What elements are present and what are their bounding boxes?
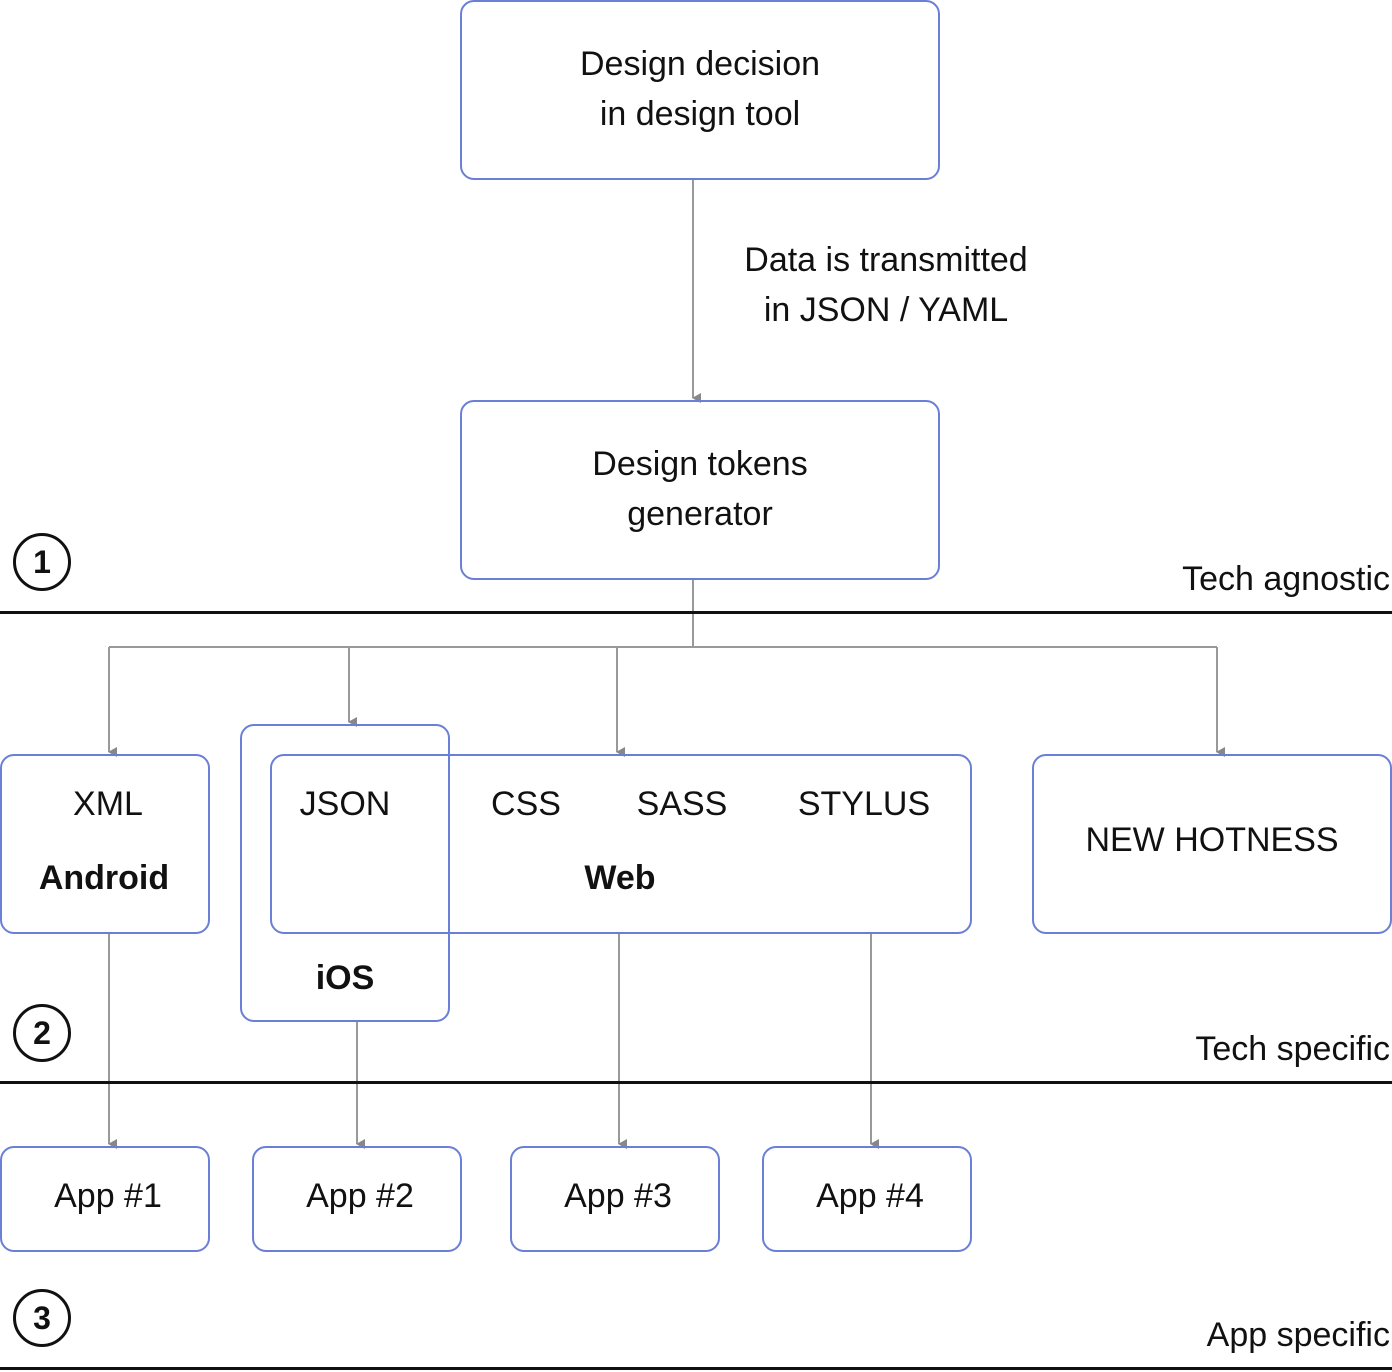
app-4-label: App #4 bbox=[816, 1177, 924, 1215]
generator-line-2: generator bbox=[627, 495, 773, 533]
design-decision-line-1: Design decision bbox=[579, 45, 821, 83]
layer-3-badge: 3 bbox=[13, 1289, 71, 1347]
layer-2-divider bbox=[0, 1081, 1392, 1084]
layer-2-label: Tech specific bbox=[1195, 1030, 1390, 1068]
design-decision-line-2: in design tool bbox=[599, 95, 801, 133]
generator-line-1: Design tokens bbox=[592, 445, 808, 483]
layer-3-divider bbox=[0, 1367, 1392, 1370]
new-hotness-box bbox=[1032, 754, 1392, 934]
web-format-css: CSS bbox=[491, 785, 561, 823]
android-format: XML bbox=[73, 785, 143, 823]
app-2-label: App #2 bbox=[306, 1177, 414, 1215]
new-hotness-label: NEW HOTNESS bbox=[1085, 821, 1339, 859]
layer-1-divider bbox=[0, 611, 1392, 614]
android-box bbox=[0, 754, 210, 934]
ios-format-json: JSON bbox=[299, 785, 391, 823]
transmit-note-line-1: Data is transmitted bbox=[744, 241, 1028, 279]
web-box bbox=[270, 754, 972, 934]
android-label: Android bbox=[38, 859, 170, 897]
transmit-note-line-2: in JSON / YAML bbox=[763, 291, 1009, 329]
design-tokens-generator-box bbox=[460, 400, 940, 580]
web-label: Web bbox=[584, 859, 656, 897]
layer-1-label: Tech agnostic bbox=[1182, 560, 1390, 598]
app-3-label: App #3 bbox=[564, 1177, 672, 1215]
layer-2-badge: 2 bbox=[13, 1004, 71, 1062]
design-decision-box bbox=[460, 0, 940, 180]
web-format-stylus: STYLUS bbox=[797, 785, 931, 823]
layer-1-badge: 1 bbox=[13, 533, 71, 591]
layer-3-label: App specific bbox=[1206, 1316, 1390, 1354]
ios-label: iOS bbox=[315, 959, 375, 997]
web-format-sass: SASS bbox=[636, 785, 728, 823]
app-1-label: App #1 bbox=[54, 1177, 162, 1215]
app-3-box bbox=[510, 1146, 720, 1252]
app-2-box bbox=[252, 1146, 462, 1252]
ios-box bbox=[240, 724, 450, 1022]
app-4-box bbox=[762, 1146, 972, 1252]
app-1-box bbox=[0, 1146, 210, 1252]
